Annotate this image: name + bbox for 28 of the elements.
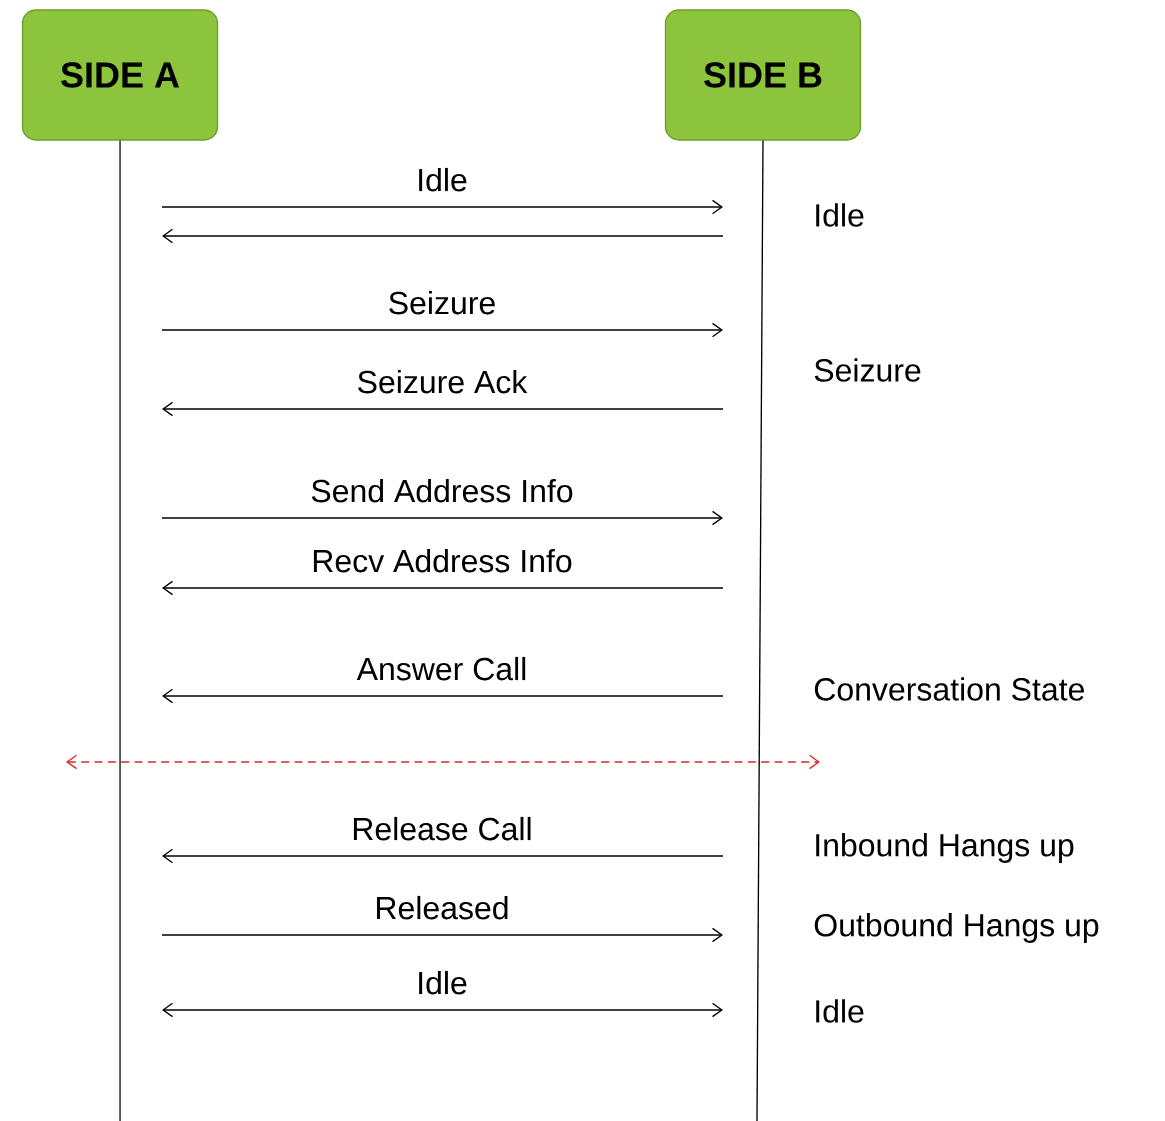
arrow (162, 401, 724, 417)
arrow (162, 580, 724, 596)
arrow (66, 754, 820, 770)
state-label: Idle (816, 999, 864, 1023)
arrow (162, 848, 724, 864)
edge-label: Recv Address Info (309, 547, 575, 574)
edge-label: Answer Call (355, 655, 529, 682)
arrow (162, 228, 724, 244)
arrow (161, 510, 723, 526)
edge-label: Seizure (386, 289, 498, 316)
arrow (162, 1002, 723, 1018)
arrow (161, 199, 723, 215)
arrow (161, 322, 723, 338)
edge-label: Seizure Ack (355, 368, 529, 395)
edge-label: Send Address Info (309, 477, 575, 504)
arrow (161, 927, 723, 943)
arrow (162, 688, 724, 704)
edge-label: Release Call (349, 815, 535, 842)
state-label: Idle (816, 203, 864, 227)
edge-label: Released (373, 894, 511, 921)
edge-label: Idle (414, 166, 470, 193)
state-label: Inbound Hangs up (816, 833, 1074, 863)
state-label: Conversation State (814, 677, 1084, 701)
edge-label: Idle (414, 969, 470, 996)
participant-box: SIDE A (21, 9, 219, 141)
participant-box: SIDE B (664, 9, 862, 141)
state-label: Seizure (814, 358, 921, 382)
state-label: Outbound Hangs up (814, 913, 1099, 943)
